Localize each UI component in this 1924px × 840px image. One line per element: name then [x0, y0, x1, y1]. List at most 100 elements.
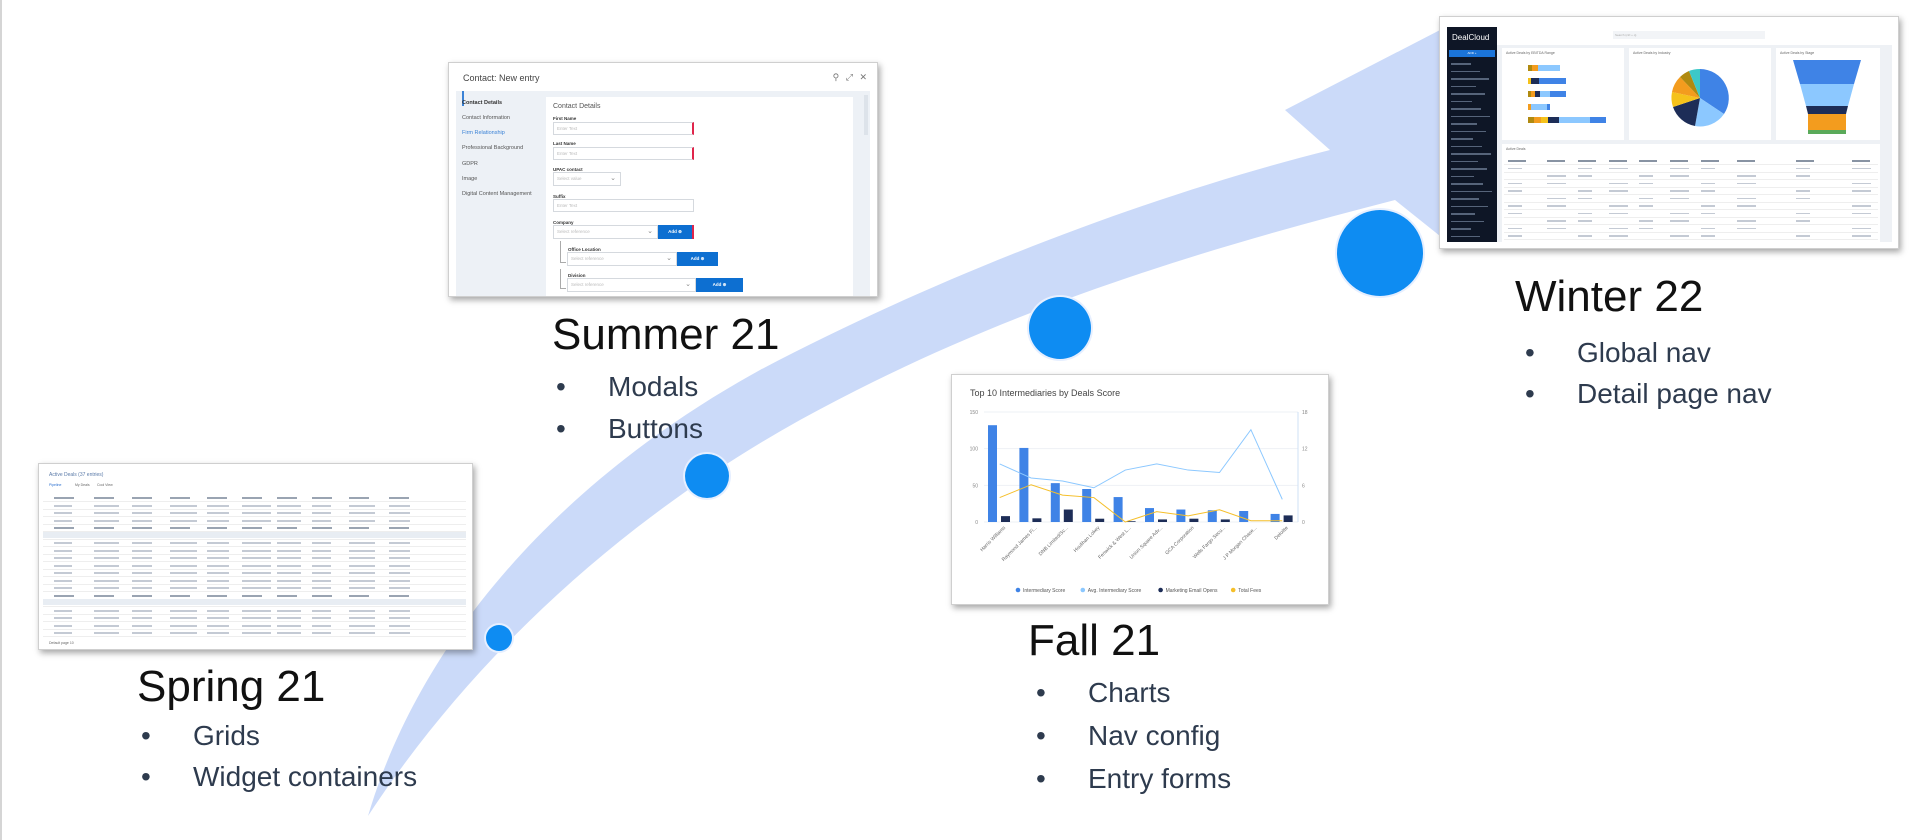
grid-cell	[54, 542, 72, 544]
grid-row-line	[43, 553, 466, 555]
grid-cell	[132, 557, 152, 559]
grid-cell	[277, 527, 297, 529]
table-cell	[1547, 220, 1566, 222]
grid-cell	[277, 549, 301, 552]
grid-row-line	[43, 613, 466, 615]
table-cell	[1508, 190, 1522, 192]
bullet-glyph: •	[141, 720, 151, 751]
grid-cell	[207, 579, 229, 582]
x-tick-label: Deloitte	[1273, 525, 1289, 541]
table-cell	[1670, 175, 1689, 177]
legend-label: Total Fees	[1238, 588, 1262, 594]
grid-cell	[132, 609, 152, 612]
grid-cell	[312, 527, 332, 529]
nav-item	[1451, 85, 1476, 87]
bullet-text: Entry forms	[1088, 763, 1232, 794]
bar	[988, 425, 997, 522]
nav-item	[1451, 175, 1474, 177]
grid-cell	[389, 624, 410, 627]
nav-item	[1451, 145, 1482, 147]
widget-title: Active Deals by Industry	[1633, 51, 1671, 55]
grid-cell	[94, 519, 119, 522]
grid-cell	[277, 542, 301, 544]
active-indicator	[462, 91, 464, 106]
x-tick-label: J P Morgan Chase...	[1222, 525, 1258, 561]
grid-cell	[242, 632, 271, 634]
bullet-glyph: •	[556, 371, 566, 402]
grid-cell	[349, 497, 369, 499]
nav-item	[1451, 220, 1484, 222]
table-row-line	[1504, 171, 1878, 173]
table-cell	[1609, 182, 1628, 184]
y-tick-label: 50	[972, 483, 978, 489]
grid-cell	[170, 587, 197, 589]
table-cell	[1670, 220, 1689, 222]
grid-cell	[242, 624, 271, 627]
table-cell	[1796, 212, 1810, 214]
grid-cell	[349, 542, 375, 544]
grid-cell	[207, 632, 229, 634]
grid-cell	[207, 572, 229, 574]
table-row-line	[1504, 209, 1878, 210]
table-cell	[1701, 182, 1715, 184]
grid-cell	[312, 609, 331, 612]
bar	[1032, 518, 1042, 522]
series-line	[999, 428, 1283, 500]
field-label: Suffix	[553, 194, 566, 199]
grid-cell	[277, 624, 301, 627]
grid-cell	[132, 579, 152, 582]
grid-row-line	[43, 628, 466, 630]
milestone-bullet: •Detail page nav	[1525, 378, 1772, 410]
x-tick-label: Union Square Adv...	[1129, 525, 1164, 560]
grid-row-line	[43, 516, 466, 517]
table-cell	[1639, 182, 1653, 184]
grid-cell	[389, 617, 410, 619]
grid-cell	[54, 504, 72, 507]
nav-item	[1451, 78, 1489, 80]
section-heading: Contact Details	[553, 103, 601, 110]
table-cell	[1609, 227, 1628, 229]
table-cell	[1508, 227, 1522, 229]
x-tick-label: DNB Limited/Sc...	[1038, 525, 1070, 557]
x-tick-label: Fenwick & West L...	[1097, 525, 1132, 560]
table-row-line	[1504, 239, 1878, 240]
grid-cell	[277, 564, 301, 567]
grid-cell	[132, 542, 152, 544]
legend-marker	[1080, 587, 1086, 593]
table-row-line	[1504, 201, 1878, 203]
grid-cell	[170, 624, 197, 627]
table-cell	[1852, 227, 1871, 229]
grid-cell	[54, 609, 72, 612]
table-cell	[1737, 205, 1756, 207]
grid-cell	[277, 512, 301, 514]
bar	[1207, 510, 1217, 522]
bullet-glyph: •	[1036, 677, 1046, 708]
milestone-bullet: •Charts	[1036, 677, 1170, 709]
grid-cell	[207, 527, 227, 529]
grid-cell	[94, 572, 119, 574]
field-label: Last Name	[553, 141, 576, 146]
bullet-text: Global nav	[1577, 337, 1711, 368]
grid-cell	[132, 564, 152, 567]
grid-cell	[170, 617, 197, 619]
app-logo: DealCloud	[1452, 33, 1490, 42]
group-row	[43, 531, 466, 538]
y-tick-label: 0	[975, 520, 978, 526]
table-cell	[1701, 190, 1715, 192]
grid-cell	[54, 519, 72, 522]
grid-row-line	[43, 576, 466, 577]
grid-cell	[94, 564, 119, 567]
modal-title: Contact: New entry	[463, 73, 540, 83]
table-cell	[1578, 220, 1592, 222]
grid-cell	[312, 564, 331, 567]
grid-cell	[94, 624, 119, 627]
grid-tab: My Deals	[75, 483, 90, 487]
grid-cell	[389, 542, 410, 544]
grid-cell	[389, 519, 410, 522]
table-cell	[1578, 235, 1592, 237]
table-cell	[1578, 212, 1592, 214]
bar	[1126, 521, 1136, 522]
bar	[1019, 447, 1029, 522]
grid-cell	[242, 594, 262, 597]
grid-cell	[132, 624, 152, 627]
